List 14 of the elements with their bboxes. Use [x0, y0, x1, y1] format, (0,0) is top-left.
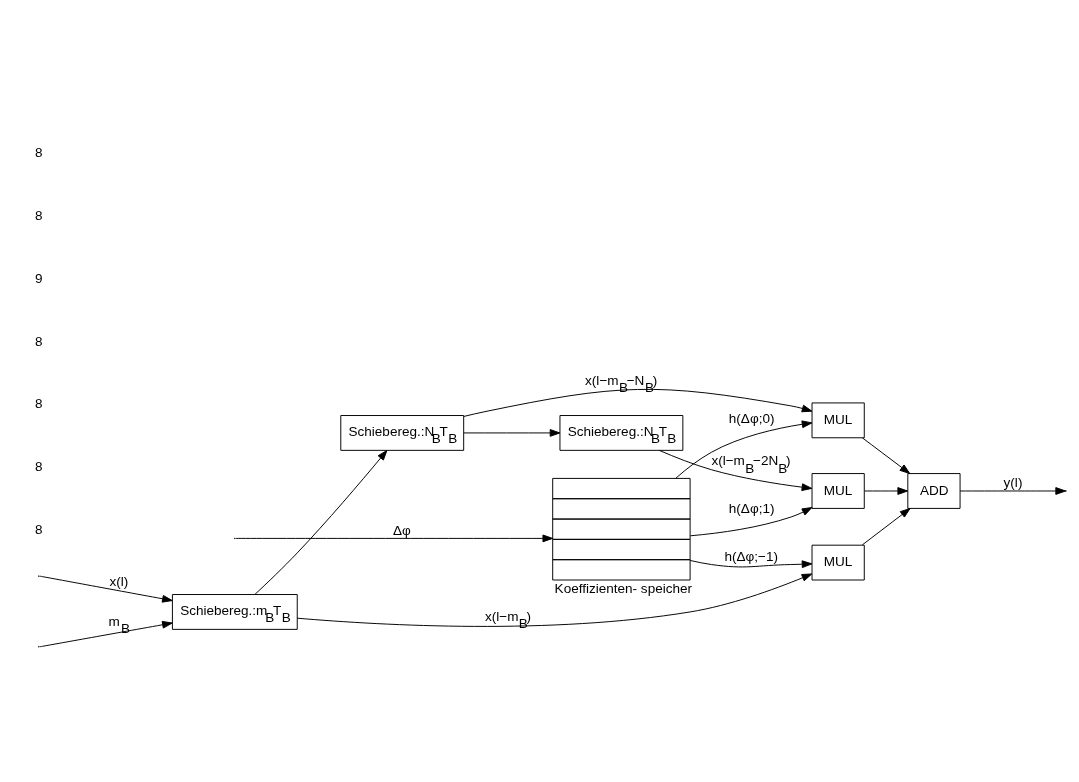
label: 9 — [35, 270, 43, 286]
label: 8 — [35, 458, 43, 474]
edge-label: h(Δφ;0) — [728, 410, 775, 426]
label: 8 — [35, 333, 43, 349]
edge-label: h(Δφ;1) — [728, 500, 775, 516]
label: 8 — [35, 395, 43, 411]
edge-label: Δφ — [393, 522, 411, 538]
label: 8 — [35, 207, 43, 223]
node-label: Koeffizienten- speicher — [554, 580, 693, 596]
edge-label: y(l) — [1003, 474, 1023, 490]
edge-label: h(Δφ;−1) — [724, 548, 778, 564]
label: 8 — [35, 144, 43, 160]
edge-label: x(l) — [109, 573, 129, 589]
label: 8 — [35, 521, 43, 537]
